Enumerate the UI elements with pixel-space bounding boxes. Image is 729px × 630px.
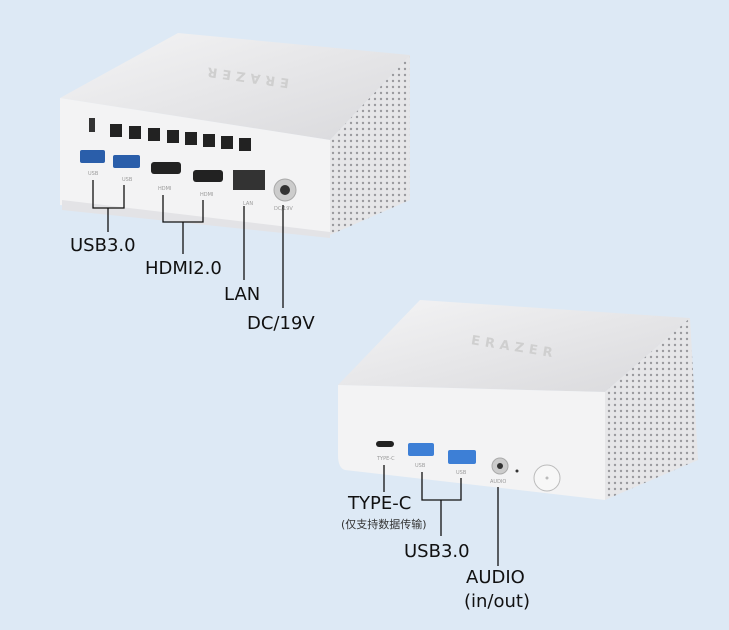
svg-text:TYPE-C: TYPE-C: [376, 456, 395, 462]
svg-text:USB: USB: [88, 171, 99, 177]
callout-audio-note: (in/out): [464, 591, 530, 612]
rear-hdmi-port: [151, 162, 181, 174]
rear-hdmi-port: [193, 170, 223, 182]
callout-lines: [92, 180, 499, 566]
rear-usb-port: [80, 150, 105, 163]
callout-lan: LAN: [224, 284, 261, 305]
callout-dc: DC/19V: [247, 313, 315, 334]
svg-text:DC/19V: DC/19V: [274, 206, 293, 212]
callout-usb-front: USB3.0: [404, 541, 470, 562]
svg-text:HDMI: HDMI: [158, 186, 171, 192]
svg-text:USB: USB: [122, 177, 133, 183]
rear-usb-port: [113, 155, 140, 168]
svg-text:HDMI: HDMI: [200, 192, 213, 198]
front-typec-port: [376, 441, 394, 447]
callout-typec: TYPE-C: [348, 493, 412, 514]
callout-audio: AUDIO: [466, 567, 525, 588]
svg-text:AUDIO: AUDIO: [490, 479, 506, 485]
rear-device: ERAZER USB USB HDMI HDMI LAN DC/19V: [60, 33, 410, 238]
svg-text:USB: USB: [456, 470, 467, 476]
front-usb-port: [408, 443, 434, 456]
rear-lan-port: [233, 170, 265, 190]
callout-usb-rear: USB3.0: [70, 235, 136, 256]
callout-typec-note: (仅支持数据传输): [341, 518, 427, 531]
front-usb-port: [448, 450, 476, 464]
callout-hdmi: HDMI2.0: [145, 258, 222, 279]
svg-text:USB: USB: [415, 463, 426, 469]
front-device: ERAZER TYPE-C USB USB AUDIO: [338, 300, 698, 500]
svg-text:LAN: LAN: [243, 201, 253, 207]
